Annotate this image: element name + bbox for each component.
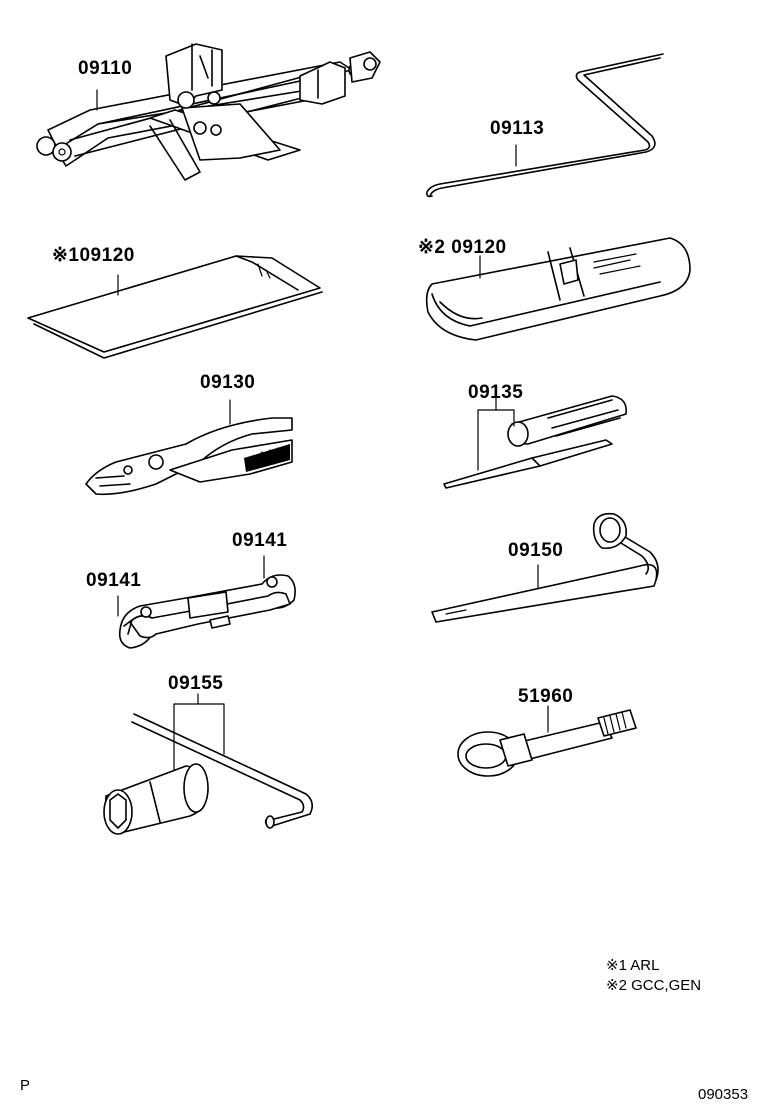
part-label-towing-eye: 51960	[518, 686, 574, 707]
screwdriver-drawing	[443, 395, 628, 489]
part-label-tool-bag-arl: ※109120	[52, 245, 135, 266]
part-label-pliers: 09130	[200, 372, 256, 393]
towing-eye-drawing	[457, 705, 637, 777]
page-marker: P	[20, 1077, 31, 1094]
socket-wrench-drawing	[103, 693, 314, 835]
wrench-pair-drawing	[117, 555, 296, 649]
part-label-socket-wrench: 09155	[168, 673, 224, 694]
note-arl: ※1 ARL	[606, 957, 660, 974]
tool-bag-rolled-drawing	[425, 237, 691, 341]
part-label-hub-nut-wrench: 09150	[508, 540, 564, 561]
note-gcc-gen: ※2 GCC,GEN	[606, 977, 702, 994]
part-label-wrench-left: 09141	[86, 570, 142, 591]
pliers-drawing	[85, 399, 293, 496]
hub-nut-wrench-drawing	[431, 512, 659, 623]
illustration-code: 090353	[698, 1086, 749, 1103]
part-label-screwdriver: 09135	[468, 382, 524, 403]
part-label-jack: 09110	[78, 58, 133, 79]
scissor-jack-drawing	[36, 43, 381, 181]
tool-bag-flat-drawing	[27, 255, 323, 359]
part-label-jack-handle: 09113	[490, 118, 545, 139]
part-label-tool-bag-gcc: ※2 09120	[418, 237, 507, 258]
jack-handle-drawing	[426, 53, 664, 198]
part-label-wrench-right: 09141	[232, 530, 288, 551]
